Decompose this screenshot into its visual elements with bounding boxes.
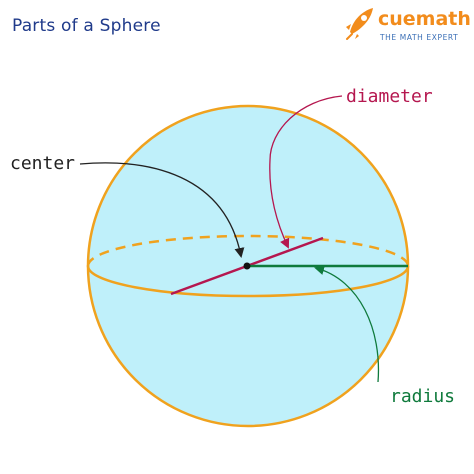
label-center: center <box>10 153 76 174</box>
center-leader-arrow <box>79 162 245 258</box>
radius-leader-arrow <box>314 265 380 383</box>
label-radius: radius <box>390 386 456 407</box>
cuemath-logo: cuemath THE MATH EXPERT <box>336 6 471 46</box>
page-title: Parts of a Sphere <box>12 16 161 36</box>
logo-wordmark: cuemath <box>378 8 471 30</box>
rocket-icon <box>346 8 373 40</box>
logo-tagline: THE MATH EXPERT <box>380 33 459 42</box>
diameter-leader-arrow <box>269 95 343 249</box>
equator-back-dashed <box>86 234 410 267</box>
equator-front <box>86 265 410 298</box>
center-point <box>243 262 251 270</box>
label-diameter: diameter <box>346 86 433 107</box>
